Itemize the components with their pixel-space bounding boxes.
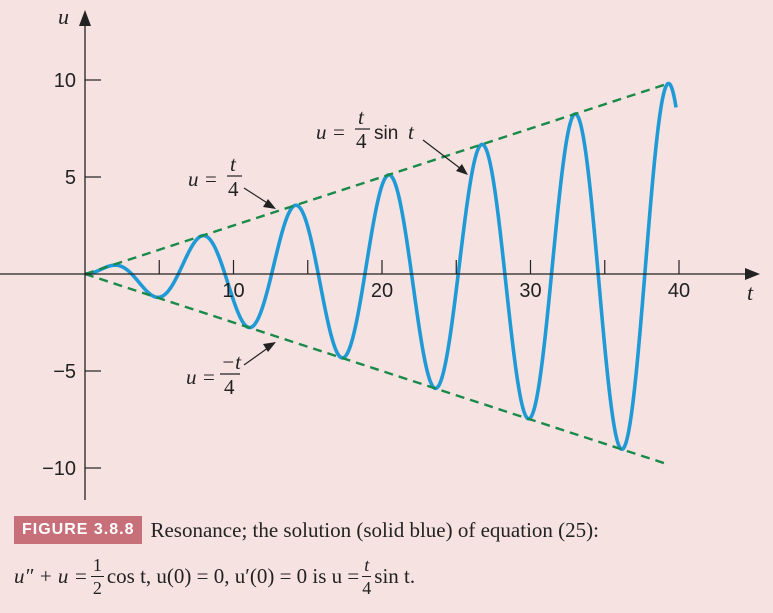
y-axis-arrow — [79, 10, 91, 26]
svg-text:=: = — [205, 167, 217, 191]
caption-frac-1: 1 2 — [90, 555, 104, 598]
caption-end: sin t. — [374, 564, 416, 588]
caption-frac-2-num: t — [362, 555, 372, 577]
svg-text:4: 4 — [224, 375, 235, 399]
x-tick-label: 40 — [668, 280, 690, 302]
annotation-lower-arrow — [243, 342, 276, 366]
y-tick-label: −5 — [53, 361, 76, 383]
svg-text:u: u — [186, 365, 197, 389]
caption-frac-2-den: 4 — [362, 578, 372, 598]
x-axis-label: t — [747, 280, 754, 305]
annotation-lower-label: u = −t 4 — [186, 350, 242, 399]
svg-text:sin: sin — [374, 123, 398, 144]
annotation-sin-label: u = t 4 sin t — [316, 105, 415, 153]
y-tick-label: −10 — [42, 458, 76, 480]
y-axis-label: u — [58, 4, 69, 29]
svg-text:4: 4 — [356, 129, 367, 153]
svg-text:=: = — [333, 120, 345, 144]
resonance-chart: t u 10 20 30 40 10 5 −5 −10 u = t 4 sin t u = t … — [0, 4, 760, 500]
caption-frac-1-den: 2 — [92, 578, 102, 598]
caption-lhs: u″ + u = — [14, 564, 88, 588]
x-tick-label: 30 — [519, 280, 541, 302]
caption-mid: cos t, u(0) = 0, u′(0) = 0 is u = — [106, 564, 360, 588]
figure-caption: FIGURE 3.8.8 Resonance; the solution (so… — [14, 514, 759, 597]
series-line-solution — [83, 81, 678, 452]
svg-text:t: t — [358, 105, 365, 129]
caption-text: Resonance; the solution (solid blue) of … — [150, 517, 599, 542]
figure-badge: FIGURE 3.8.8 — [14, 516, 143, 544]
x-axis-arrow — [745, 268, 760, 280]
caption-frac-2: t 4 — [362, 555, 372, 598]
svg-text:−t: −t — [221, 350, 242, 374]
svg-text:t: t — [408, 120, 415, 144]
annotation-sin-arrow — [422, 139, 468, 175]
svg-text:=: = — [203, 365, 215, 389]
series-line-lower-envelope — [84, 272, 668, 466]
y-tick-label: 5 — [65, 167, 76, 189]
annotation-upper-arrow — [243, 187, 276, 209]
svg-text:t: t — [230, 152, 237, 176]
x-tick-label: 20 — [371, 280, 393, 302]
caption-frac-1-num: 1 — [90, 555, 104, 577]
y-tick-label: 10 — [54, 70, 76, 92]
x-tick-label: 10 — [222, 280, 244, 302]
series-line-upper-envelope — [84, 82, 668, 276]
svg-text:4: 4 — [228, 177, 239, 201]
svg-text:u: u — [188, 167, 199, 191]
caption-equation: u″ + u = 1 2 cos t, u(0) = 0, u′(0) = 0 … — [14, 556, 759, 597]
svg-text:u: u — [316, 120, 327, 144]
annotation-upper-label: u = t 4 — [188, 152, 242, 201]
